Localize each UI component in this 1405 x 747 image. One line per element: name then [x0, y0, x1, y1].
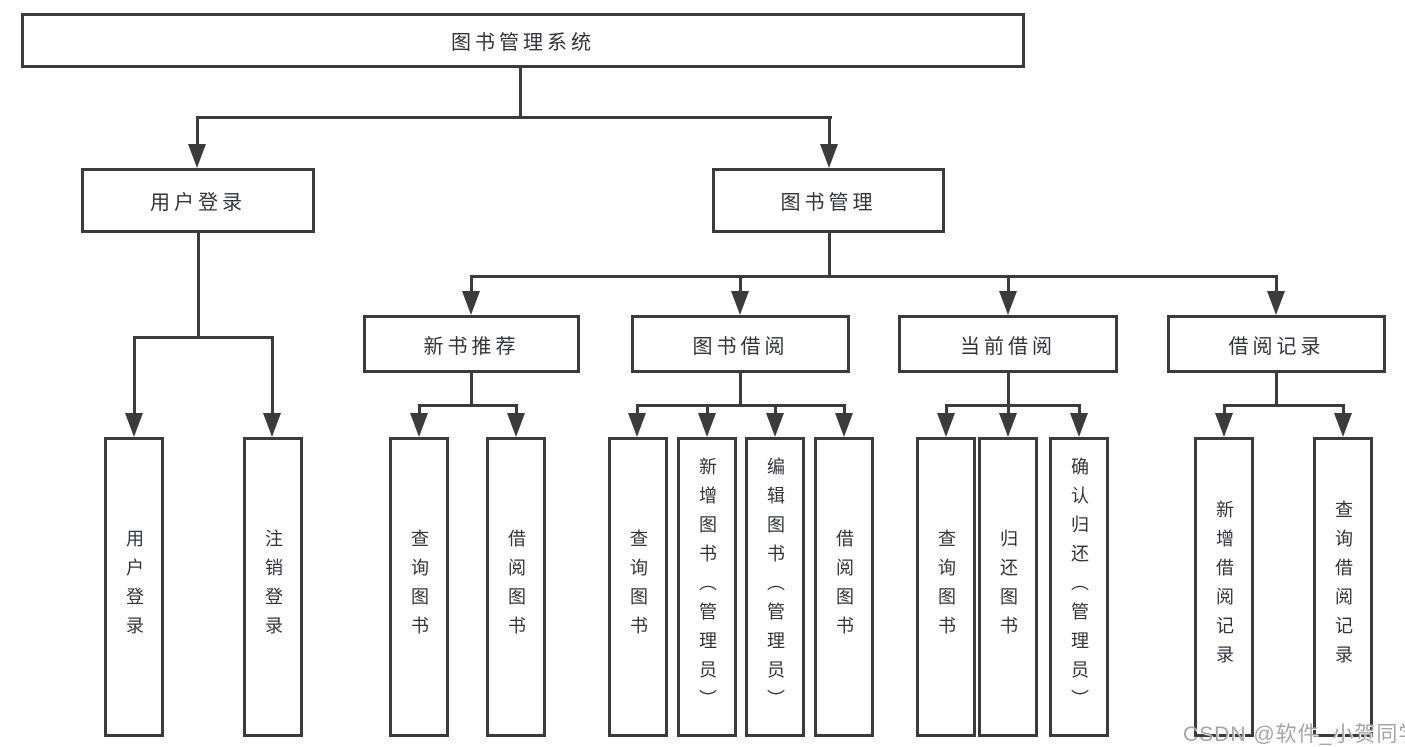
node-edit-book-admin: 编辑图书（管理员） — [745, 437, 805, 737]
connector-shaft — [1342, 404, 1345, 416]
node-borrow-books-recommend: 借阅图书 — [486, 437, 546, 737]
node-book-management-system: 图书管理系统 — [21, 13, 1025, 68]
node-label: 确认归还（管理员） — [1069, 456, 1089, 718]
connector-shaft-login-action — [133, 336, 136, 415]
node-query-borrow-record: 查询借阅记录 — [1313, 437, 1373, 737]
connector-borrow-drop — [739, 373, 742, 407]
node-query-books-recommend: 查询图书 — [389, 437, 449, 737]
arrowhead-down-icon — [125, 413, 143, 437]
arrowhead-down-icon — [820, 144, 838, 168]
node-add-borrow-record: 新增借阅记录 — [1194, 437, 1254, 737]
connector-shaft-new-book — [470, 275, 473, 293]
node-logout: 注销登录 — [243, 437, 303, 737]
node-add-book-admin: 新增图书（管理员） — [677, 437, 737, 737]
connector-shaft-logout — [271, 336, 274, 415]
connector-root-drop — [519, 67, 522, 118]
connector-shaft — [636, 404, 639, 416]
arrowhead-down-icon — [188, 144, 206, 168]
connector-login-drop — [197, 233, 200, 339]
node-label: 编辑图书（管理员） — [765, 456, 785, 718]
node-label: 用户登录 — [150, 192, 246, 214]
node-label: 图书管理系统 — [451, 32, 595, 54]
connector-shaft — [945, 404, 948, 416]
connector-shaft-borrow-records — [1275, 275, 1278, 293]
node-label: 新书推荐 — [423, 335, 520, 358]
connector-shaft — [1007, 404, 1010, 416]
node-label: 当前借阅 — [960, 335, 1056, 358]
connector-shaft-book-borrow — [739, 275, 742, 293]
arrowhead-down-icon — [628, 413, 646, 437]
node-label: 查询图书 — [628, 529, 648, 645]
arrowhead-down-icon — [731, 291, 749, 315]
arrowhead-down-icon — [263, 413, 281, 437]
arrowhead-down-icon — [999, 291, 1017, 315]
connector-shaft — [1223, 404, 1226, 416]
connector-root-rail — [196, 116, 832, 119]
node-return-books: 归还图书 — [978, 437, 1038, 737]
connector-shaft — [418, 404, 421, 416]
node-new-book-recommend: 新书推荐 — [363, 315, 580, 373]
node-label: 图书管理 — [780, 192, 877, 214]
connector-records-rail — [1223, 404, 1345, 407]
node-current-borrow: 当前借阅 — [898, 315, 1118, 373]
arrowhead-down-icon — [1070, 413, 1088, 437]
node-confirm-return-admin: 确认归还（管理员） — [1049, 437, 1109, 737]
node-label: 查询图书 — [409, 529, 429, 645]
node-query-books-borrow: 查询图书 — [608, 437, 668, 737]
node-user-login-action: 用户登录 — [104, 437, 164, 737]
connector-shaft — [706, 404, 709, 416]
connector-shaft-book-management — [828, 116, 831, 146]
connector-shaft-current-borrow — [1007, 275, 1010, 293]
connector-borrow-rail — [636, 404, 846, 407]
node-label: 注销登录 — [263, 529, 283, 645]
connector-login-rail — [133, 336, 274, 339]
arrowhead-down-icon — [462, 291, 480, 315]
connector-shaft-user-login — [196, 116, 199, 146]
node-label: 借阅记录 — [1228, 335, 1325, 358]
connector-shaft — [515, 404, 518, 416]
connector-shaft — [843, 404, 846, 416]
connector-shaft — [1078, 404, 1081, 416]
arrowhead-down-icon — [698, 413, 716, 437]
node-query-books-current: 查询图书 — [916, 437, 976, 737]
node-label: 借阅图书 — [834, 529, 854, 645]
arrowhead-down-icon — [507, 413, 525, 437]
node-label: 查询借阅记录 — [1333, 500, 1353, 674]
node-borrow-books-action: 借阅图书 — [814, 437, 874, 737]
node-label: 新增图书（管理员） — [697, 456, 717, 718]
node-book-borrow: 图书借阅 — [631, 315, 850, 373]
watermark-text: CSDN @软件_小贺同学 — [1183, 723, 1405, 746]
arrowhead-down-icon — [410, 413, 428, 437]
node-user-login: 用户登录 — [81, 168, 315, 233]
node-label: 查询图书 — [936, 529, 956, 645]
arrowhead-down-icon — [937, 413, 955, 437]
arrowhead-down-icon — [1215, 413, 1233, 437]
connector-mgmt-rail — [470, 275, 1278, 278]
node-label: 新增借阅记录 — [1214, 500, 1234, 674]
connector-shaft — [774, 404, 777, 416]
arrowhead-down-icon — [999, 413, 1017, 437]
node-label: 借阅图书 — [506, 529, 526, 645]
node-borrow-records: 借阅记录 — [1167, 315, 1386, 373]
node-book-management: 图书管理 — [712, 168, 945, 233]
arrowhead-down-icon — [1267, 291, 1285, 315]
connector-current-drop — [1007, 373, 1010, 407]
connector-recommend-rail — [418, 404, 518, 407]
connector-recommend-drop — [470, 373, 473, 407]
connector-mgmt-drop — [828, 233, 831, 278]
connector-records-drop — [1275, 373, 1278, 407]
connector-current-rail — [945, 404, 1081, 407]
node-label: 归还图书 — [998, 529, 1018, 645]
node-label: 图书借阅 — [692, 335, 789, 358]
arrowhead-down-icon — [835, 413, 853, 437]
node-label: 用户登录 — [124, 529, 144, 645]
arrowhead-down-icon — [1334, 413, 1352, 437]
arrowhead-down-icon — [766, 413, 784, 437]
